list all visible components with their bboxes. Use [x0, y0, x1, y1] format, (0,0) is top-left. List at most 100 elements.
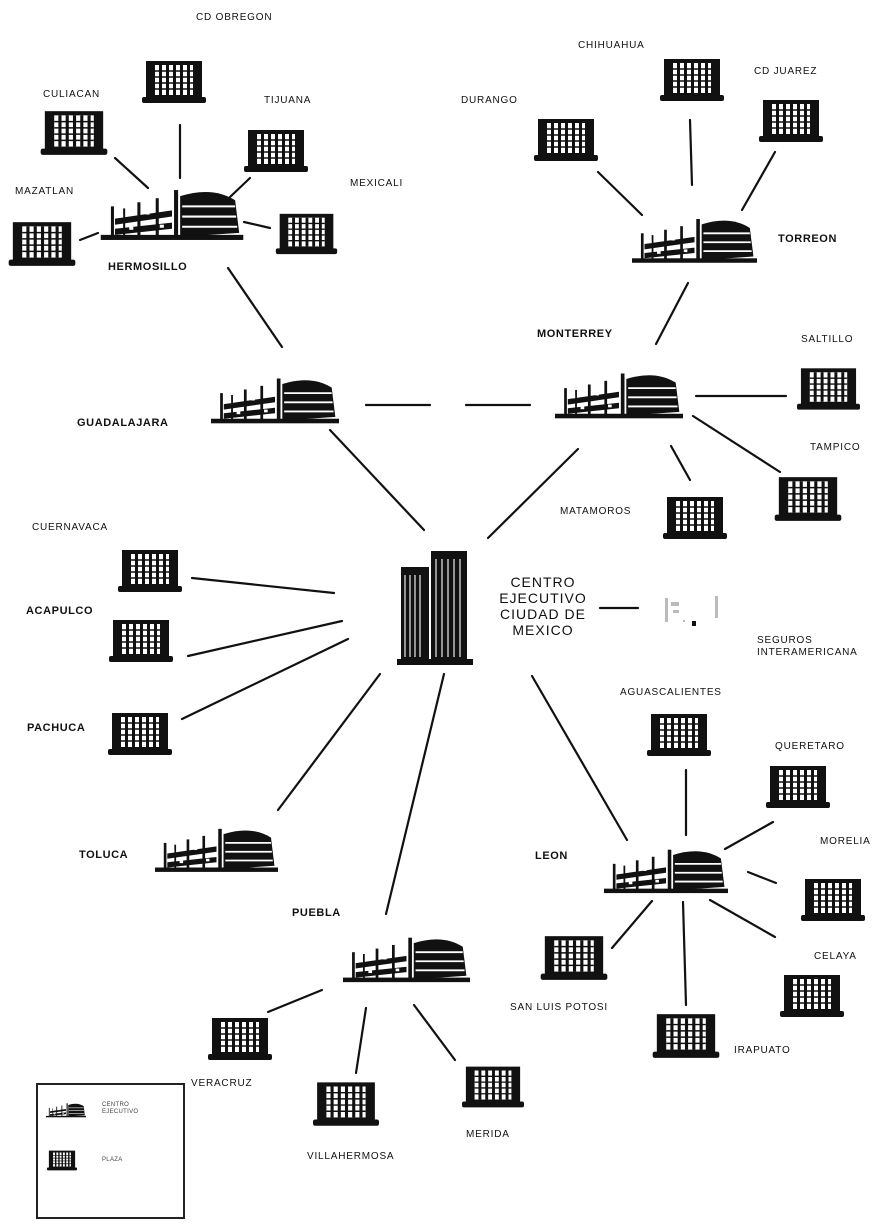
- aguascalientes-plaza-icon: [647, 714, 711, 756]
- mexicali-label: MEXICALI: [350, 178, 404, 189]
- chihuahua-plaza-icon: [660, 59, 724, 101]
- centro-label-line1: CENTRO: [510, 574, 576, 590]
- merida-plaza-icon: [462, 1066, 524, 1108]
- hermosillo-center-icon: [100, 190, 244, 240]
- link-monterrey-tampico: [691, 414, 782, 474]
- cuernavaca-plaza-icon: [118, 550, 182, 592]
- monterrey-label: MONTERREY: [537, 328, 613, 340]
- torreon-center-icon: [632, 219, 757, 263]
- toluca-label: TOLUCA: [79, 849, 129, 861]
- matamoros-plaza-icon: [663, 497, 727, 539]
- celaya-label: CELAYA: [814, 951, 857, 962]
- legend-exec-center-icon: [46, 1103, 86, 1118]
- saltillo-label: SALTILLO: [801, 334, 854, 345]
- centro-label: CENTRO EJECUTIVO CIUDAD DE MEXICO: [495, 574, 591, 638]
- morelia-label: MORELIA: [820, 836, 871, 847]
- seguros-label-line1: SEGUROS: [757, 635, 813, 646]
- pachuca-label: PACHUCA: [27, 722, 86, 734]
- leon-label: LEON: [535, 850, 568, 862]
- torreon-label: TORREON: [778, 233, 838, 245]
- cuernavaca-label: CUERNAVACA: [32, 522, 108, 533]
- link-puebla-merida: [412, 1003, 457, 1062]
- toluca-center-icon: [155, 828, 278, 872]
- san-luis-potosi-plaza-icon: [540, 936, 608, 980]
- durango-label: DURANGO: [461, 95, 518, 106]
- mexicali-plaza-icon: [275, 213, 338, 255]
- link-hermosillo-tijuana: [228, 176, 252, 199]
- san-luis-potosi-label: SAN LUIS POTOSI: [510, 1002, 608, 1013]
- saltillo-plaza-icon: [797, 368, 860, 410]
- link-hermosillo-mexicali: [242, 220, 272, 230]
- centro-label-line2: EJECUTIVO: [499, 590, 587, 606]
- mazatlan-label: MAZATLAN: [15, 186, 74, 197]
- villahermosa-label: VILLAHERMOSA: [307, 1151, 395, 1162]
- legend-plaza-label: PLAZA: [102, 1157, 123, 1163]
- legend-exec-label-line2: EJECUTIVO: [102, 1109, 139, 1115]
- link-torreon-durango: [596, 170, 644, 217]
- tampico-label: TAMPICO: [810, 442, 861, 453]
- legend: CENTRO EJECUTIVO PLAZA: [36, 1083, 185, 1219]
- link-hermosillo-culiacan: [113, 156, 150, 190]
- irapuato-plaza-icon: [652, 1014, 720, 1058]
- link-torreon-chihuahua: [688, 118, 694, 187]
- link-torreon-cd-juarez: [740, 150, 777, 212]
- seguros-logo-icon: [665, 596, 718, 626]
- tampico-plaza-icon: [774, 477, 842, 521]
- pachuca-plaza-icon: [108, 713, 172, 755]
- legend-exec-label: CENTRO EJECUTIVO: [102, 1102, 138, 1116]
- guadalajara-label: GUADALAJARA: [77, 417, 169, 429]
- legend-plaza-icon: [47, 1150, 77, 1171]
- villahermosa-plaza-icon: [313, 1082, 379, 1126]
- puebla-label: PUEBLA: [292, 907, 341, 919]
- link-pachuca-centro: [180, 637, 350, 721]
- veracruz-label: VERACRUZ: [191, 1078, 253, 1089]
- tijuana-plaza-icon: [244, 130, 308, 172]
- link-puebla-centro: [384, 672, 446, 916]
- acapulco-label: ACAPULCO: [26, 605, 94, 617]
- link-torreon-monterrey: [654, 281, 690, 346]
- aguascalientes-label: AGUASCALIENTES: [620, 687, 722, 698]
- seguros-label-line2: INTERAMERICANA: [757, 647, 858, 658]
- monterrey-center-icon: [555, 373, 683, 419]
- culiacan-plaza-icon: [40, 111, 108, 155]
- irapuato-label: IRAPUATO: [734, 1045, 791, 1056]
- acapulco-plaza-icon: [109, 620, 173, 662]
- cd-juarez-plaza-icon: [759, 100, 823, 142]
- durango-plaza-icon: [534, 119, 598, 161]
- mazatlan-plaza-icon: [8, 222, 76, 266]
- matamoros-label: MATAMOROS: [560, 506, 632, 517]
- cd-juarez-label: CD JUAREZ: [754, 66, 818, 77]
- link-leon-san-luis-potosi: [610, 899, 654, 950]
- celaya-plaza-icon: [780, 975, 844, 1017]
- link-monterrey-centro: [486, 447, 580, 540]
- morelia-plaza-icon: [801, 879, 865, 921]
- tijuana-label: TIJUANA: [264, 95, 312, 106]
- link-guadalajara-centro: [328, 428, 426, 532]
- link-hermosillo-guadalajara: [226, 266, 284, 349]
- seguros-label: SEGUROS INTERAMERICANA: [757, 635, 858, 659]
- legend-exec-label-line1: CENTRO: [102, 1102, 130, 1108]
- veracruz-plaza-icon: [208, 1018, 272, 1060]
- cd-obregon-label: CD OBREGON: [196, 12, 273, 23]
- link-puebla-veracruz: [266, 988, 324, 1014]
- culiacan-label: CULIACAN: [43, 89, 100, 100]
- link-puebla-villahermosa: [354, 1006, 368, 1075]
- link-hermosillo-mazatlan: [78, 231, 100, 242]
- centro-ejecutivo-tower-icon: [397, 551, 473, 665]
- puebla-center-icon: [343, 937, 470, 983]
- cd-obregon-plaza-icon: [142, 61, 206, 103]
- centro-label-line4: MEXICO: [512, 622, 574, 638]
- queretaro-label: QUERETARO: [775, 741, 845, 752]
- link-acapulco-centro: [186, 619, 344, 658]
- link-cuernavaca-centro: [190, 576, 336, 595]
- link-leon-centro: [530, 674, 629, 842]
- leon-center-icon: [604, 849, 728, 894]
- link-leon-irapuato: [681, 900, 688, 1007]
- link-leon-morelia: [746, 870, 778, 885]
- link-monterrey-matamoros: [669, 444, 692, 482]
- centro-label-line3: CIUDAD DE: [499, 606, 586, 622]
- hermosillo-label: HERMOSILLO: [108, 261, 188, 273]
- link-leon-queretaro: [723, 820, 775, 851]
